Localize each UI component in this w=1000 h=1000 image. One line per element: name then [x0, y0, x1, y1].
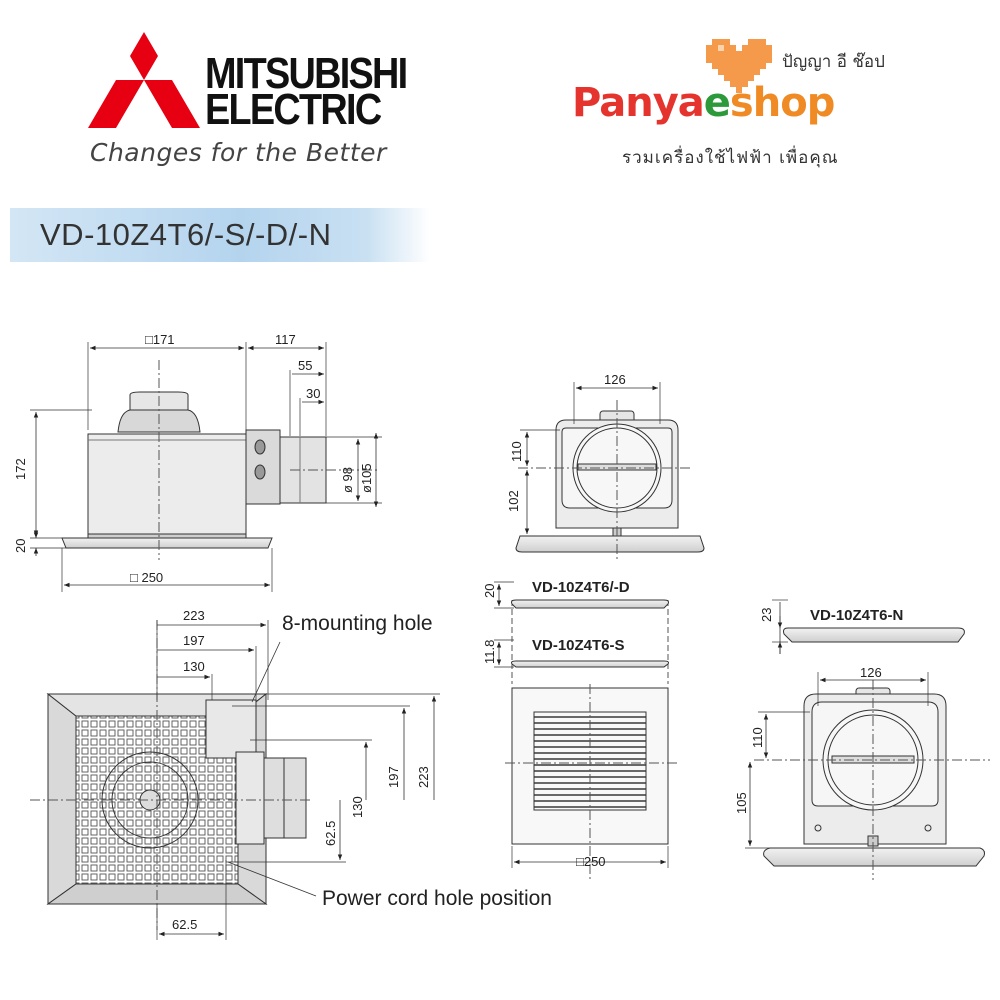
- dim-bottom-v223: 223: [416, 766, 431, 788]
- dim-duct-55: 55: [298, 358, 312, 373]
- shop-thai-name: ปัญญา อี ช๊อป: [782, 52, 885, 72]
- dim-front-110: 110: [509, 441, 524, 462]
- dim-bottom-223: 223: [183, 608, 205, 623]
- label-variant-n: VD-10Z4T6-N: [810, 607, 903, 624]
- dim-duct-outer: ø105: [359, 463, 374, 493]
- dim-variant-s-250: □250: [576, 854, 606, 869]
- dim-grille-250: □ 250: [130, 570, 163, 585]
- dim-n-23: 23: [759, 608, 774, 622]
- shop-name-e: e: [703, 80, 731, 126]
- dim-front-126: 126: [604, 372, 626, 387]
- label-variant-s: VD-10Z4T6-S: [532, 637, 625, 654]
- dim-bottom-v130: 130: [350, 796, 365, 818]
- dim-bottom-v62-5: 62.5: [323, 821, 338, 846]
- dim-n-110: 110: [750, 727, 765, 748]
- n-variant-view: [745, 599, 990, 880]
- label-variant-d: VD-10Z4T6/-D: [532, 579, 630, 596]
- model-title: VD-10Z4T6/-S/-D/-N: [40, 217, 332, 252]
- shop-slogan: รวมเครื่องใช้ไฟฟ้า เพื่อคุณ: [622, 148, 839, 168]
- dim-n-126: 126: [860, 665, 882, 680]
- dim-height-172: 172: [13, 458, 28, 480]
- dim-variant-d-20: 20: [482, 584, 497, 598]
- dim-duct-30: 30: [306, 386, 320, 401]
- dim-front-102: 102: [506, 490, 521, 512]
- callout-mounting-hole: 8-mounting hole: [282, 612, 433, 635]
- shop-name-panya: Panya: [572, 80, 705, 126]
- grille-variants: [494, 581, 680, 880]
- side-view: [30, 342, 382, 592]
- front-view: [515, 382, 705, 560]
- pixel-heart-icon: [706, 39, 772, 93]
- shop-name: Panyaeshop: [572, 80, 835, 126]
- dim-depth-117: 117: [275, 332, 296, 347]
- dim-bottom-130: 130: [183, 659, 205, 674]
- dim-n-105: 105: [734, 792, 749, 814]
- brand-tagline: Changes for the Better: [90, 138, 387, 167]
- shop-name-shop: shop: [729, 80, 835, 126]
- dim-grille-20: 20: [13, 539, 28, 553]
- mitsubishi-three-diamonds-logo: [88, 32, 200, 128]
- header: MITSUBISHI ELECTRIC Changes for the Bett…: [0, 0, 1000, 280]
- dim-duct-inner: ø 98: [340, 467, 355, 493]
- dim-width-171: □171: [145, 332, 175, 347]
- dim-bottom-h62-5: 62.5: [172, 917, 197, 932]
- bottom-view: [30, 620, 440, 940]
- dim-bottom-197: 197: [183, 633, 205, 648]
- brand-name-line2: ELECTRIC: [205, 85, 382, 134]
- brand-name-line1: MITSUBISHI: [205, 49, 408, 98]
- dim-bottom-v197: 197: [386, 766, 401, 788]
- dim-variant-s-11-8: 11.8: [482, 640, 497, 664]
- model-banner: [10, 208, 430, 262]
- callout-power-cord: Power cord hole position: [322, 887, 552, 910]
